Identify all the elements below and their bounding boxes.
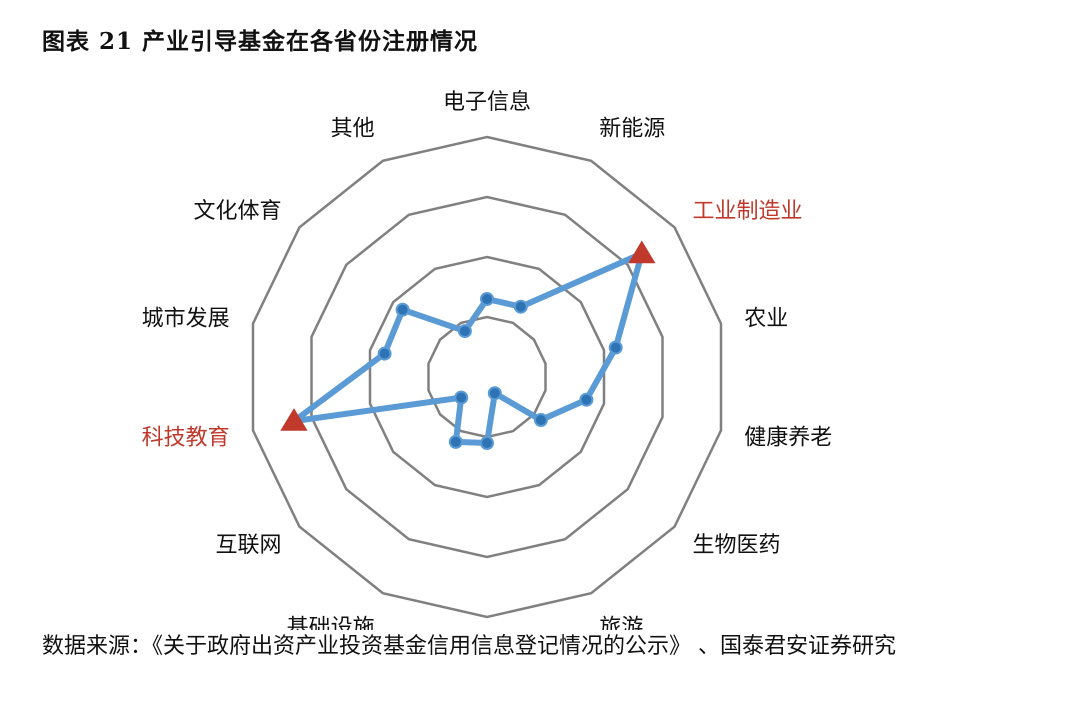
category-label: 旅游 [599, 616, 643, 631]
data-point [608, 340, 623, 355]
grid-ring [251, 135, 723, 619]
data-point [377, 346, 392, 361]
category-labels: 电子信息新能源工业制造业农业健康养老生物医药旅游环保节能基础设施互联网科技教育城… [142, 90, 833, 630]
data-point-highlight [280, 408, 308, 431]
data-point [454, 390, 469, 405]
series-line [291, 250, 645, 446]
category-label: 电子信息 [443, 90, 531, 115]
grid-ring [368, 255, 606, 499]
category-label: 健康养老 [744, 426, 832, 451]
source-note: 数据来源：《关于政府出资产业投资基金信用信息登记情况的公示》 、国泰君安证券研究 [42, 634, 896, 659]
series-layer [280, 240, 656, 450]
data-point [480, 292, 494, 306]
category-label: 生物医药 [693, 533, 781, 558]
radar-chart: 电子信息新能源工业制造业农业健康养老生物医药旅游环保节能基础设施互联网科技教育城… [142, 90, 833, 630]
data-point [480, 436, 494, 450]
category-label: 新能源 [599, 117, 665, 142]
data-point [448, 434, 463, 449]
data-point [487, 386, 502, 401]
category-label: 农业 [744, 306, 788, 331]
chart-title: 图表 21 产业引导基金在各省份注册情况 [42, 28, 479, 55]
category-label: 互联网 [215, 533, 281, 558]
category-label: 工业制造业 [693, 199, 803, 224]
data-point-highlight [628, 240, 656, 264]
category-label: 其他 [331, 117, 375, 142]
data-point [395, 302, 410, 317]
grid-ring [310, 195, 664, 559]
category-label: 城市发展 [142, 306, 230, 331]
category-label: 科技教育 [142, 426, 230, 451]
grid-layer [251, 135, 723, 619]
category-label: 文化体育 [193, 199, 281, 224]
data-point [457, 324, 472, 339]
category-label: 基础设施 [287, 616, 375, 631]
data-point [513, 299, 528, 314]
grid-ring [427, 315, 547, 439]
data-point [533, 413, 548, 427]
data-point [579, 392, 594, 407]
